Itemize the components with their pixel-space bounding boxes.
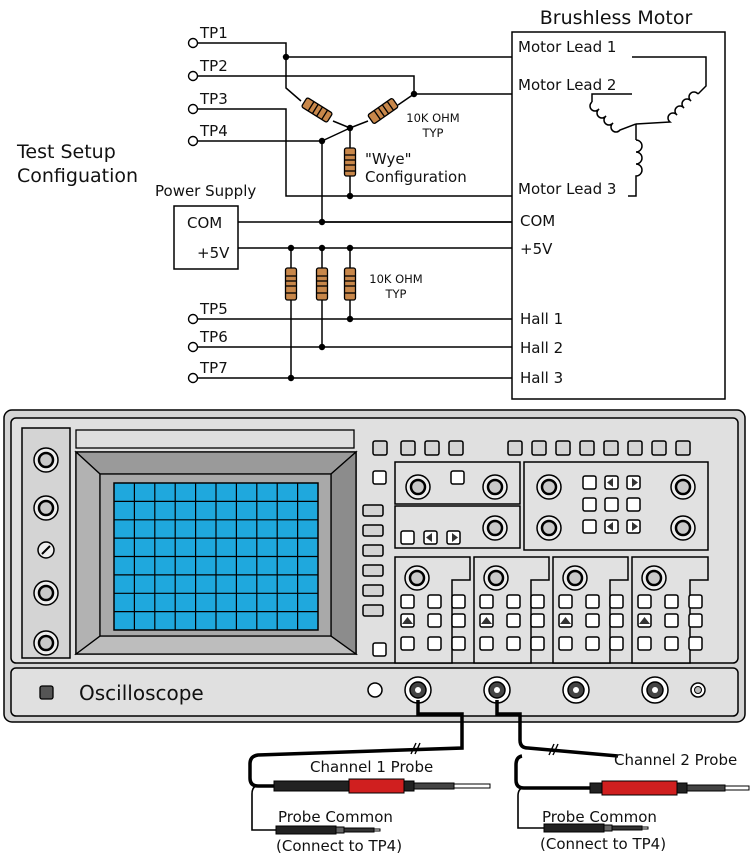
common-probe-2 bbox=[543, 823, 649, 833]
screen-grid bbox=[114, 483, 318, 630]
motor-lead-3-label: Motor Lead 3 bbox=[518, 180, 616, 198]
tp2-label: TP2 bbox=[199, 57, 228, 75]
motor-lead-1-label: Motor Lead 1 bbox=[518, 38, 616, 56]
wye-resistor-1 bbox=[301, 97, 333, 123]
motor-title: Brushless Motor bbox=[540, 7, 693, 29]
channel-1-probe-label: Channel 1 Probe bbox=[310, 758, 433, 776]
power-supply-box bbox=[173, 205, 239, 270]
hall-1-label: Hall 1 bbox=[520, 310, 563, 328]
tp4-label: TP4 bbox=[199, 122, 228, 140]
tp6-terminal bbox=[187, 341, 199, 353]
tp7-terminal bbox=[187, 372, 199, 384]
wye-label-line2: Configuration bbox=[365, 168, 467, 186]
brushless-motor: Brushless Motor Motor Lead 1 Motor Lead … bbox=[511, 7, 726, 400]
wye-label-line1: "Wye" bbox=[365, 150, 411, 168]
power-button[interactable] bbox=[39, 685, 54, 700]
hall-3-label: Hall 3 bbox=[520, 369, 563, 387]
soft-key-3[interactable] bbox=[362, 544, 384, 557]
oscilloscope-label: Oscilloscope bbox=[79, 681, 204, 705]
tp3-label: TP3 bbox=[199, 90, 228, 108]
tp7-label: TP7 bbox=[199, 359, 228, 377]
channel-1-probe bbox=[273, 778, 491, 794]
motor-lead-2-label: Motor Lead 2 bbox=[518, 76, 616, 94]
setup-title-line1: Test Setup bbox=[16, 141, 116, 163]
soft-key-6[interactable] bbox=[362, 604, 384, 617]
tp5-terminal bbox=[187, 313, 199, 325]
pullup-resistor-1 bbox=[284, 267, 298, 301]
channel-knobs[interactable] bbox=[404, 565, 667, 591]
common-probe-1 bbox=[275, 825, 381, 835]
soft-key-1[interactable] bbox=[362, 504, 384, 517]
probe-common-2-note: (Connect to TP4) bbox=[540, 835, 666, 853]
soft-key-2[interactable] bbox=[362, 524, 384, 537]
test-points: TP1 TP2 TP3 TP4 TP5 TP6 TP7 bbox=[187, 24, 228, 384]
probe-cables bbox=[248, 700, 619, 831]
channel-buttons[interactable] bbox=[372, 594, 703, 657]
wye-resistors bbox=[301, 97, 399, 177]
motor-windings bbox=[589, 56, 707, 197]
channel-2-probe-label: Channel 2 Probe bbox=[614, 751, 737, 769]
bnc-connectors[interactable] bbox=[404, 676, 669, 704]
hall-2-label: Hall 2 bbox=[520, 339, 563, 357]
cable-break-marks bbox=[410, 742, 559, 756]
wye-resistor-value: 10K OHM bbox=[406, 111, 459, 125]
probe-common-1-label: Probe Common bbox=[278, 808, 393, 826]
soft-keys[interactable] bbox=[362, 504, 384, 617]
label-strip bbox=[75, 429, 355, 449]
motor-com-label: COM bbox=[520, 212, 555, 230]
junction-dots bbox=[282, 53, 418, 382]
pullup-resistor-3 bbox=[343, 267, 357, 301]
power-supply-5v: +5V bbox=[197, 244, 230, 262]
probe-common-1-note: (Connect to TP4) bbox=[276, 837, 402, 855]
tp1-label: TP1 bbox=[199, 24, 228, 42]
setup-title-line2: Configuation bbox=[17, 165, 138, 187]
trigger-button[interactable] bbox=[450, 470, 465, 485]
pullup-resistors bbox=[284, 267, 357, 301]
top-button-row[interactable] bbox=[372, 440, 691, 485]
power-supply-title: Power Supply bbox=[155, 182, 256, 200]
pullup-resistor-2 bbox=[315, 267, 329, 301]
display-buttons[interactable] bbox=[582, 475, 641, 534]
oscilloscope: Oscilloscope bbox=[3, 409, 746, 723]
tp5-label: TP5 bbox=[199, 300, 228, 318]
pullup-resistor-value: 10K OHM bbox=[369, 272, 422, 286]
left-knobs[interactable] bbox=[33, 447, 59, 656]
motor-5v-label: +5V bbox=[520, 240, 553, 258]
wye-resistor-2 bbox=[367, 98, 399, 124]
ground-jack bbox=[367, 682, 383, 698]
tp1-terminal bbox=[187, 37, 199, 49]
pullup-resistor-note: TYP bbox=[385, 287, 407, 301]
tp3-terminal bbox=[187, 103, 199, 115]
soft-key-5[interactable] bbox=[362, 584, 384, 597]
wye-resistor-note: TYP bbox=[422, 126, 444, 140]
schematic-wires bbox=[197, 42, 512, 379]
tp2-terminal bbox=[187, 70, 199, 82]
soft-key-4[interactable] bbox=[362, 564, 384, 577]
tp4-terminal bbox=[187, 135, 199, 147]
tp6-label: TP6 bbox=[199, 328, 228, 346]
wye-resistor-3 bbox=[343, 147, 357, 177]
channel-2-probe bbox=[589, 780, 750, 796]
power-supply-com: COM bbox=[187, 214, 222, 232]
probe-common-2-label: Probe Common bbox=[542, 808, 657, 826]
